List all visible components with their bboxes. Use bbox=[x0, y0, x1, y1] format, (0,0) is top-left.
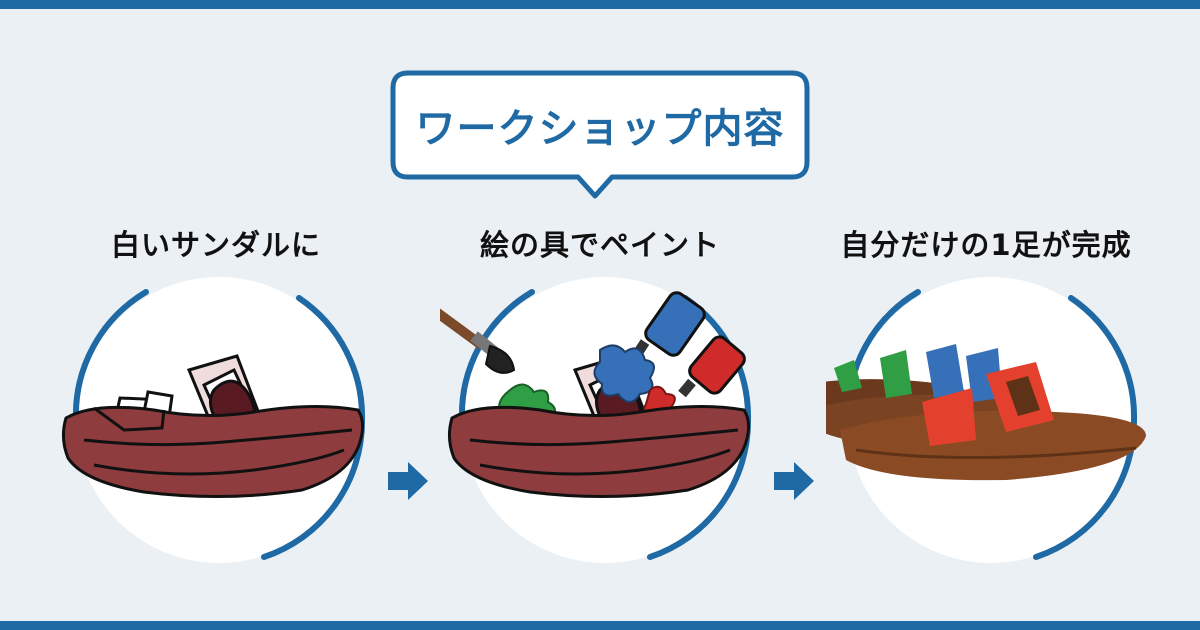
finished-sandals-photo bbox=[826, 277, 1146, 563]
speech-bubble-shape bbox=[390, 70, 810, 199]
header-title: ワークショップ内容 bbox=[415, 106, 785, 152]
top-band bbox=[0, 0, 1200, 9]
red-paint-tube-icon bbox=[678, 335, 746, 398]
step-2-panel bbox=[440, 270, 770, 580]
arrow-right-icon bbox=[774, 462, 814, 500]
step-1-panel bbox=[54, 270, 384, 580]
paint-sandal-illustration bbox=[440, 277, 752, 563]
header-bubble: ワークショップ内容 bbox=[390, 70, 810, 199]
paintbrush-icon bbox=[440, 308, 516, 374]
arrow-right-icon bbox=[388, 462, 428, 500]
white-sandal-illustration bbox=[61, 277, 366, 563]
step-1-title: 白いサンダルに bbox=[110, 228, 321, 262]
step-3-title: 自分だけの1足が完成 bbox=[840, 228, 1132, 262]
bottom-band bbox=[0, 621, 1200, 630]
step-3-panel bbox=[826, 270, 1156, 580]
step-2-title: 絵の具でペイント bbox=[479, 228, 720, 262]
